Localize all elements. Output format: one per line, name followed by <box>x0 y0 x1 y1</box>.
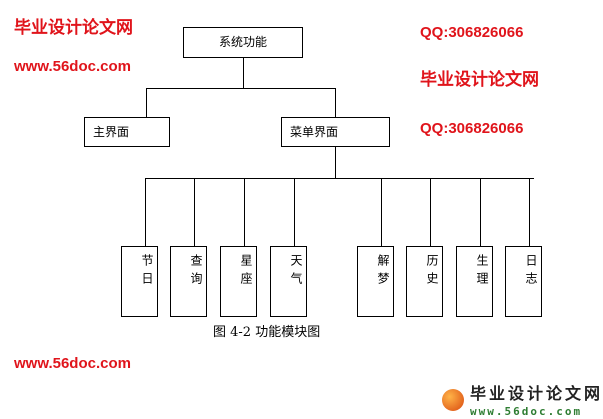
node-root: 系统功能 <box>183 27 303 58</box>
connector-line <box>430 178 431 246</box>
watermark: www.56doc.com <box>14 355 131 372</box>
connector-line <box>146 88 336 89</box>
connector-line <box>146 88 147 117</box>
node-menu-interface: 菜单界面 <box>281 117 390 147</box>
node-main-interface: 主界面 <box>84 117 170 147</box>
watermark: 毕业设计论文网 <box>420 70 539 89</box>
connector-line <box>381 178 382 246</box>
connector-line <box>146 178 534 179</box>
logo-title: 毕业设计论文网 <box>470 384 603 403</box>
connector-line <box>194 178 195 246</box>
node-leaf: 查询 <box>170 246 207 317</box>
connector-line <box>335 88 336 117</box>
connector-line <box>243 58 244 88</box>
connector-line <box>145 178 146 246</box>
logo-url: www.56doc.com <box>470 405 583 418</box>
connector-line <box>294 178 295 246</box>
node-leaf: 日志 <box>505 246 542 317</box>
watermark: 毕业设计论文网 <box>14 18 133 37</box>
connector-line <box>244 178 245 246</box>
connector-line <box>335 147 336 178</box>
watermark: QQ:306826066 <box>420 120 524 137</box>
node-leaf: 历史 <box>406 246 443 317</box>
node-leaf: 节日 <box>121 246 158 317</box>
node-leaf: 解梦 <box>357 246 394 317</box>
node-leaf: 天气 <box>270 246 307 317</box>
watermark: QQ:306826066 <box>420 24 524 41</box>
watermark: www.56doc.com <box>14 58 131 75</box>
connector-line <box>529 178 530 246</box>
node-leaf: 生理 <box>456 246 493 317</box>
node-leaf: 星座 <box>220 246 257 317</box>
figure-caption: 图 4-2 功能模块图 <box>213 325 321 340</box>
connector-line <box>480 178 481 246</box>
logo-icon <box>442 389 464 411</box>
